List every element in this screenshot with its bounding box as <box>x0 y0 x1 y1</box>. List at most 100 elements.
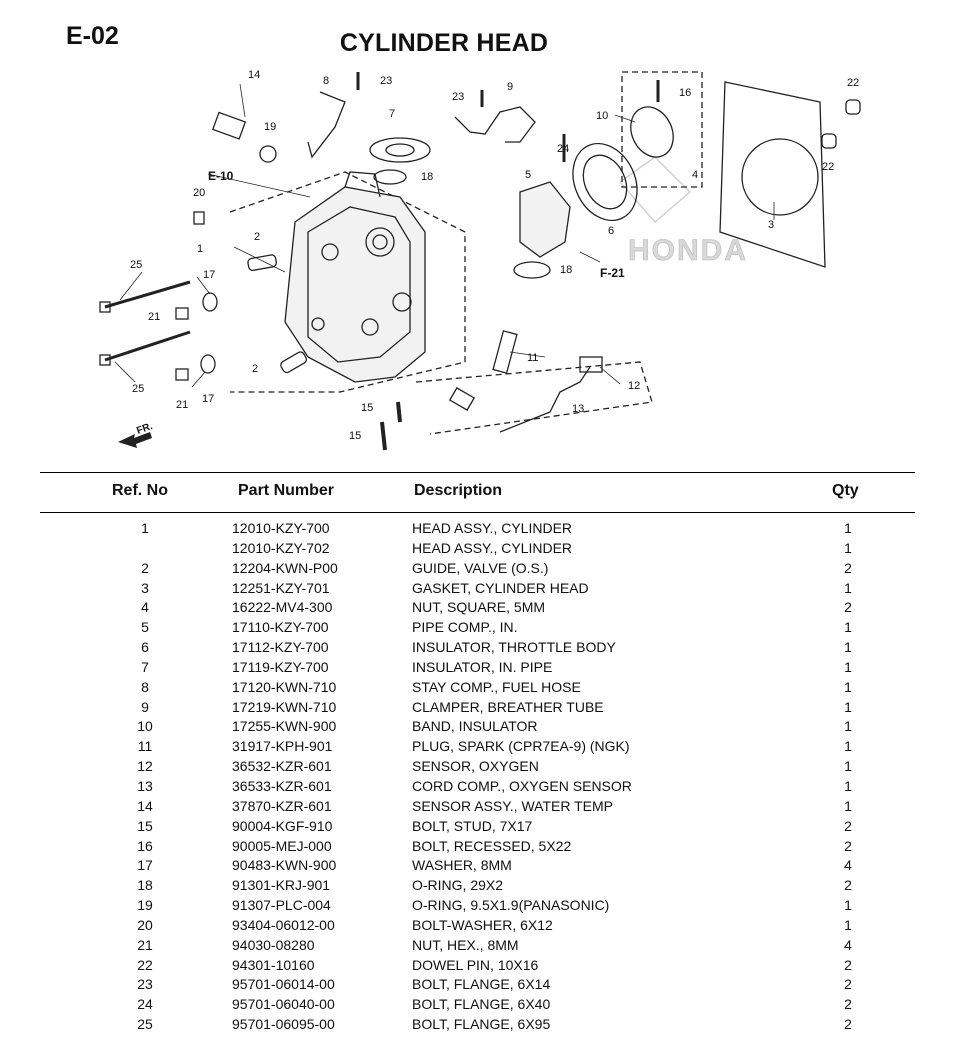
header-part-number: Part Number <box>238 482 335 499</box>
description-cell: SENSOR ASSY., WATER TEMP <box>412 797 613 814</box>
header-qty: Qty <box>832 482 859 499</box>
callout-label: 8 <box>323 75 329 87</box>
description-cell: BOLT, FLANGE, 6X40 <box>412 996 551 1013</box>
callout-label: 23 <box>452 91 464 103</box>
callout-label: 19 <box>264 121 276 133</box>
callout-label: 15 <box>361 402 373 414</box>
table-top-rule <box>40 472 915 473</box>
qty-cell: 2 <box>844 817 852 834</box>
callout-label: 6 <box>608 225 614 237</box>
callout-label: 13 <box>572 403 584 415</box>
qty-cell: 2 <box>844 559 852 576</box>
exploded-parts-diagram: HONDA <box>99 69 861 451</box>
callout-label: 23 <box>380 75 392 87</box>
part-number-cell: 17110-KZY-700 <box>232 619 329 636</box>
honda-watermark: HONDA <box>628 234 748 267</box>
part-number-cell: 17120-KWN-710 <box>232 678 337 695</box>
description-cell: NUT, SQUARE, 5MM <box>412 599 546 616</box>
callout-label: 21 <box>176 399 188 411</box>
part-number-cell: 36532-KZR-601 <box>232 758 332 775</box>
ref-e10-label: E-10 <box>208 169 234 183</box>
ref-no-cell: 11 <box>137 738 153 755</box>
callout-label: 1 <box>197 243 203 255</box>
description-cell: O-RING, 29X2 <box>412 877 504 894</box>
qty-cell: 2 <box>844 1016 852 1033</box>
part-number-cell: 12010-KZY-700 <box>232 520 330 536</box>
ref-no-cell: 19 <box>137 897 153 914</box>
part-number-cell: 16222-MV4-300 <box>232 599 333 616</box>
part-number-cell: 95701-06014-00 <box>232 976 335 993</box>
table-row: 11 31917-KPH-901 PLUG, SPARK (CPR7EA-9) (N… <box>0 737 971 757</box>
callout-label: 5 <box>525 169 531 181</box>
description-cell: GUIDE, VALVE (O.S.) <box>412 559 549 576</box>
part-number-cell: 90483-KWN-900 <box>232 857 337 874</box>
description-cell: BOLT, FLANGE, 6X95 <box>412 1016 551 1033</box>
part-number-cell: 12204-KWN-P00 <box>232 559 338 576</box>
qty-cell: 1 <box>844 639 852 656</box>
ref-no-cell: 5 <box>141 619 149 636</box>
part-number-cell: 12010-KZY-702 <box>232 539 330 556</box>
qty-cell: 2 <box>844 599 852 616</box>
ref-no-cell: 2 <box>141 559 149 576</box>
qty-cell: 1 <box>844 658 852 675</box>
ref-no-cell: 8 <box>141 678 149 695</box>
ref-no-cell: 14 <box>137 797 153 814</box>
part-number-cell: 37870-KZR-601 <box>232 797 332 814</box>
ref-f21-label: F-21 <box>600 266 625 280</box>
qty-cell: 2 <box>844 976 852 993</box>
ref-no-cell: 3 <box>141 579 149 596</box>
callout-label: 20 <box>193 187 205 199</box>
description-cell: NUT, HEX., 8MM <box>412 936 519 953</box>
qty-cell: 1 <box>844 678 852 695</box>
ref-no-cell: 12 <box>137 758 153 775</box>
description-cell: DOWEL PIN, 10X16 <box>412 956 539 973</box>
callout-label: 21 <box>148 311 160 323</box>
cylinder-head <box>284 186 426 383</box>
table-header-rule <box>40 512 915 513</box>
callout-label: 12 <box>628 380 640 392</box>
qty-cell: 4 <box>844 936 852 953</box>
qty-cell: 1 <box>844 897 852 914</box>
description-cell: BOLT, FLANGE, 6X14 <box>412 976 551 993</box>
description-cell: BAND, INSULATOR <box>412 718 538 735</box>
ref-no-cell: 20 <box>137 916 153 933</box>
qty-cell: 1 <box>844 579 852 596</box>
part-number-cell: 17112-KZY-700 <box>232 639 329 656</box>
table-row: 2 12204-KWN-P00 GUIDE, VALVE (O.S.) 2 <box>0 559 971 579</box>
description-cell: O-RING, 9.5X1.9(PANASONIC) <box>412 897 610 914</box>
callout-label: 2 <box>254 231 260 243</box>
callout-label: 16 <box>679 87 691 99</box>
ref-no-cell: 17 <box>137 857 153 874</box>
description-cell: BOLT, STUD, 7X17 <box>412 817 533 834</box>
callout-label: 2 <box>252 363 258 375</box>
ref-no-cell: 25 <box>137 1016 153 1033</box>
ref-no-cell: 24 <box>137 996 153 1013</box>
header-ref-no: Ref. No <box>112 482 168 499</box>
ref-no-cell: 16 <box>137 837 153 854</box>
callout-label: 18 <box>421 171 433 183</box>
part-number-cell: 94030-08280 <box>232 936 315 953</box>
callout-label: 4 <box>692 169 698 181</box>
description-cell: WASHER, 8MM <box>412 857 512 874</box>
description-cell: SENSOR, OXYGEN <box>412 758 539 775</box>
description-cell: STAY COMP., FUEL HOSE <box>412 678 581 695</box>
qty-cell: 1 <box>844 698 852 715</box>
description-cell: PLUG, SPARK (CPR7EA-9) (NGK) <box>412 738 630 755</box>
part-number-cell: 17219-KWN-710 <box>232 698 337 715</box>
description-cell: INSULATOR, IN. PIPE <box>412 658 553 675</box>
part-number-cell: 31917-KPH-901 <box>232 738 333 755</box>
qty-cell: 1 <box>844 738 852 755</box>
